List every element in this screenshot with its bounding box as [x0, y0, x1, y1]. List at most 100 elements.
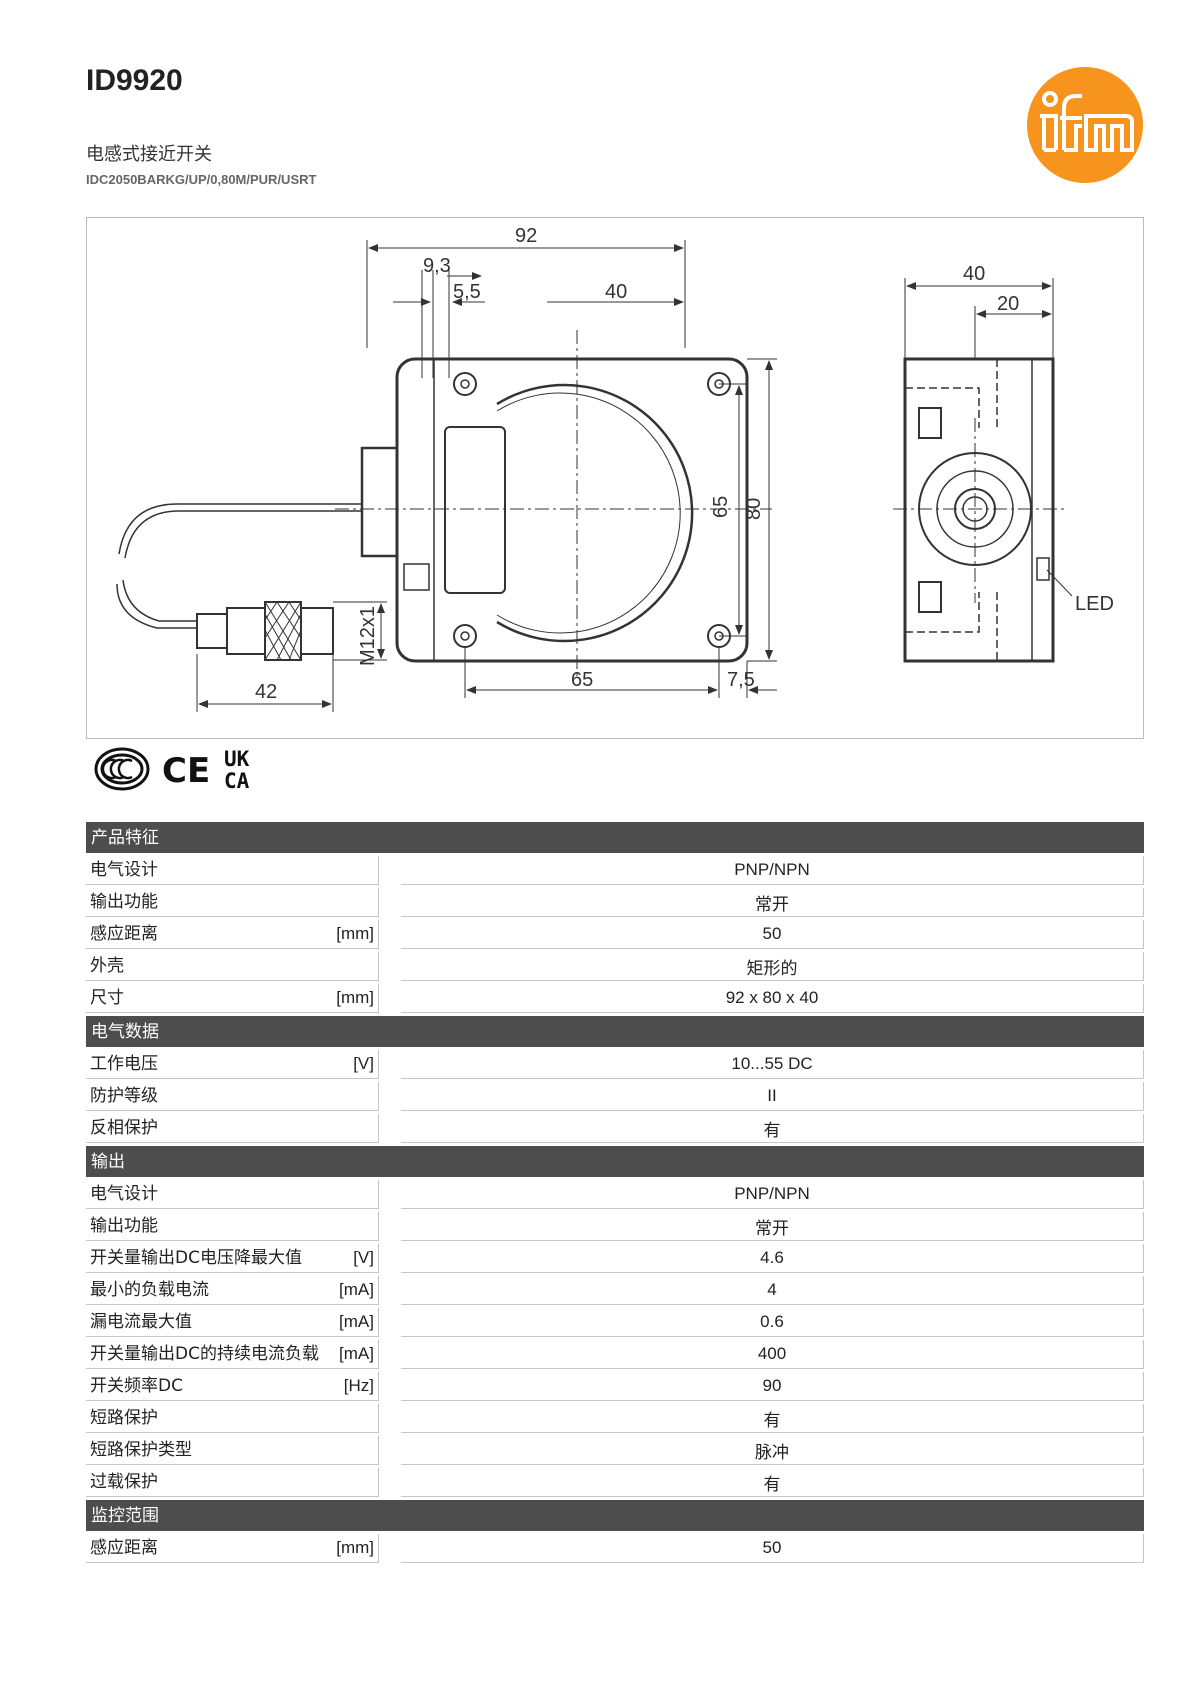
spec-label: 反相保护 [90, 1118, 158, 1138]
spec-value: 矩形的 [401, 952, 1144, 981]
spec-label: 短路保护类型 [90, 1440, 192, 1460]
spec-value: 400 [401, 1340, 1144, 1369]
spec-label: 感应距离 [90, 924, 158, 944]
spec-row: 感应距离 [mm] 50 [86, 920, 1144, 949]
dim-65-horizontal: 65 [571, 669, 593, 691]
product-subtitle: 电感式接近开关 [86, 144, 212, 165]
section-header: 输出 [86, 1146, 1144, 1177]
spec-value: 有 [401, 1404, 1144, 1433]
spec-label-cell: 开关频率DC [Hz] [86, 1372, 379, 1401]
dim-5-5: 5,5 [453, 281, 481, 303]
spec-label-cell: 电气设计 [86, 856, 379, 885]
dim-40-side: 40 [963, 263, 985, 285]
spec-value: 常开 [401, 1212, 1144, 1241]
spec-label: 电气设计 [90, 860, 158, 880]
spec-unit: [mA] [339, 1312, 374, 1331]
spec-label-cell: 反相保护 [86, 1114, 379, 1143]
spec-value: 有 [401, 1468, 1144, 1497]
spec-label: 开关频率DC [90, 1376, 183, 1396]
spec-label: 感应距离 [90, 1538, 158, 1558]
dim-7-5: 7,5 [727, 669, 755, 691]
spec-label-cell: 外壳 [86, 952, 379, 981]
spec-value: 10...55 DC [401, 1050, 1144, 1079]
led-label: LED [1075, 593, 1114, 615]
dim-92: 92 [515, 225, 537, 247]
dim-42: 42 [255, 681, 277, 703]
spec-label-cell: 工作电压 [V] [86, 1050, 379, 1079]
spec-value: II [401, 1082, 1144, 1111]
spec-value: 92 x 80 x 40 [401, 984, 1144, 1013]
spec-row: 最小的负载电流 [mA] 4 [86, 1276, 1144, 1305]
spec-label: 输出功能 [90, 1216, 158, 1236]
certification-marks: CE UK CA [94, 747, 250, 793]
dim-80: 80 [743, 498, 765, 520]
spec-value: 脉冲 [401, 1436, 1144, 1465]
spec-label-cell: 开关量输出DC电压降最大值 [V] [86, 1244, 379, 1273]
spec-unit: [mm] [336, 988, 374, 1007]
section-header: 监控范围 [86, 1500, 1144, 1531]
spec-label-cell: 过载保护 [86, 1468, 379, 1497]
spec-label-cell: 输出功能 [86, 888, 379, 917]
section-header: 产品特征 [86, 822, 1144, 853]
spec-label-cell: 短路保护类型 [86, 1436, 379, 1465]
spec-row: 反相保护有 [86, 1114, 1144, 1143]
product-title: ID9920 [86, 64, 183, 97]
ccc-mark-icon [94, 747, 150, 791]
spec-row: 短路保护类型 脉冲 [86, 1436, 1144, 1465]
spec-value: PNP/NPN [401, 856, 1144, 885]
spec-unit: [mm] [336, 924, 374, 943]
spec-label: 防护等级 [90, 1086, 158, 1106]
spec-label-cell: 感应距离[mm] [86, 1534, 379, 1563]
spec-unit: [V] [353, 1248, 374, 1267]
spec-label: 输出功能 [90, 892, 158, 912]
spec-label: 外壳 [90, 956, 124, 976]
spec-unit: [mA] [339, 1344, 374, 1363]
spec-label-cell: 防护等级 [86, 1082, 379, 1111]
spec-label: 最小的负载电流 [90, 1280, 209, 1300]
spec-label-cell: 感应距离 [mm] [86, 920, 379, 949]
ukca-mark-bottom: CA [224, 769, 250, 793]
spec-label: 尺寸 [90, 988, 124, 1008]
spec-value: 0.6 [401, 1308, 1144, 1337]
spec-value: PNP/NPN [401, 1180, 1144, 1209]
spec-value: 4 [401, 1276, 1144, 1305]
spec-label-cell: 开关量输出DC的持续电流负载 [mA] [86, 1340, 379, 1369]
spec-label-cell: 输出功能 [86, 1212, 379, 1241]
spec-label: 开关量输出DC电压降最大值 [90, 1248, 302, 1268]
spec-row: 感应距离[mm]50 [86, 1534, 1144, 1563]
spec-row: 工作电压 [V] 10...55 DC [86, 1050, 1144, 1079]
spec-row: 开关量输出DC的持续电流负载 [mA] 400 [86, 1340, 1144, 1369]
spec-row: 电气设计 PNP/NPN [86, 856, 1144, 885]
spec-unit: [V] [353, 1054, 374, 1073]
spec-label: 短路保护 [90, 1408, 158, 1428]
spec-unit: [Hz] [343, 1376, 374, 1395]
section-header: 电气数据 [86, 1016, 1144, 1047]
spec-label-cell: 最小的负载电流 [mA] [86, 1276, 379, 1305]
spec-row: 开关频率DC [Hz] 90 [86, 1372, 1144, 1401]
dimension-drawing: 92 9,3 5,5 40 65 80 65 7,5 42 M12x1 40 2… [86, 217, 1144, 739]
spec-value: 常开 [401, 888, 1144, 917]
spec-unit: [mA] [339, 1280, 374, 1299]
spec-label-cell: 尺寸 [mm] [86, 984, 379, 1013]
dim-40-front: 40 [605, 281, 627, 303]
spec-row: 电气设计 PNP/NPN [86, 1180, 1144, 1209]
order-code: IDC2050BARKG/UP/0,80M/PUR/USRT [86, 172, 317, 187]
spec-row: 过载保护有 [86, 1468, 1144, 1497]
spec-row: 漏电流最大值 [mA] 0.6 [86, 1308, 1144, 1337]
spec-label: 电气设计 [90, 1184, 158, 1204]
spec-value: 50 [401, 920, 1144, 949]
spec-label-cell: 电气设计 [86, 1180, 379, 1209]
spec-label: 工作电压 [90, 1054, 158, 1074]
spec-row: 外壳 矩形的 [86, 952, 1144, 981]
spec-row: 尺寸 [mm] 92 x 80 x 40 [86, 984, 1144, 1013]
ce-mark: CE [162, 751, 210, 791]
spec-value: 4.6 [401, 1244, 1144, 1273]
spec-value: 90 [401, 1372, 1144, 1401]
spec-label-cell: 漏电流最大值 [mA] [86, 1308, 379, 1337]
spec-label-cell: 短路保护 [86, 1404, 379, 1433]
spec-label: 漏电流最大值 [90, 1312, 192, 1332]
dim-m12x1: M12x1 [357, 606, 379, 666]
dim-20: 20 [997, 293, 1019, 315]
spec-label: 开关量输出DC的持续电流负载 [90, 1344, 319, 1364]
